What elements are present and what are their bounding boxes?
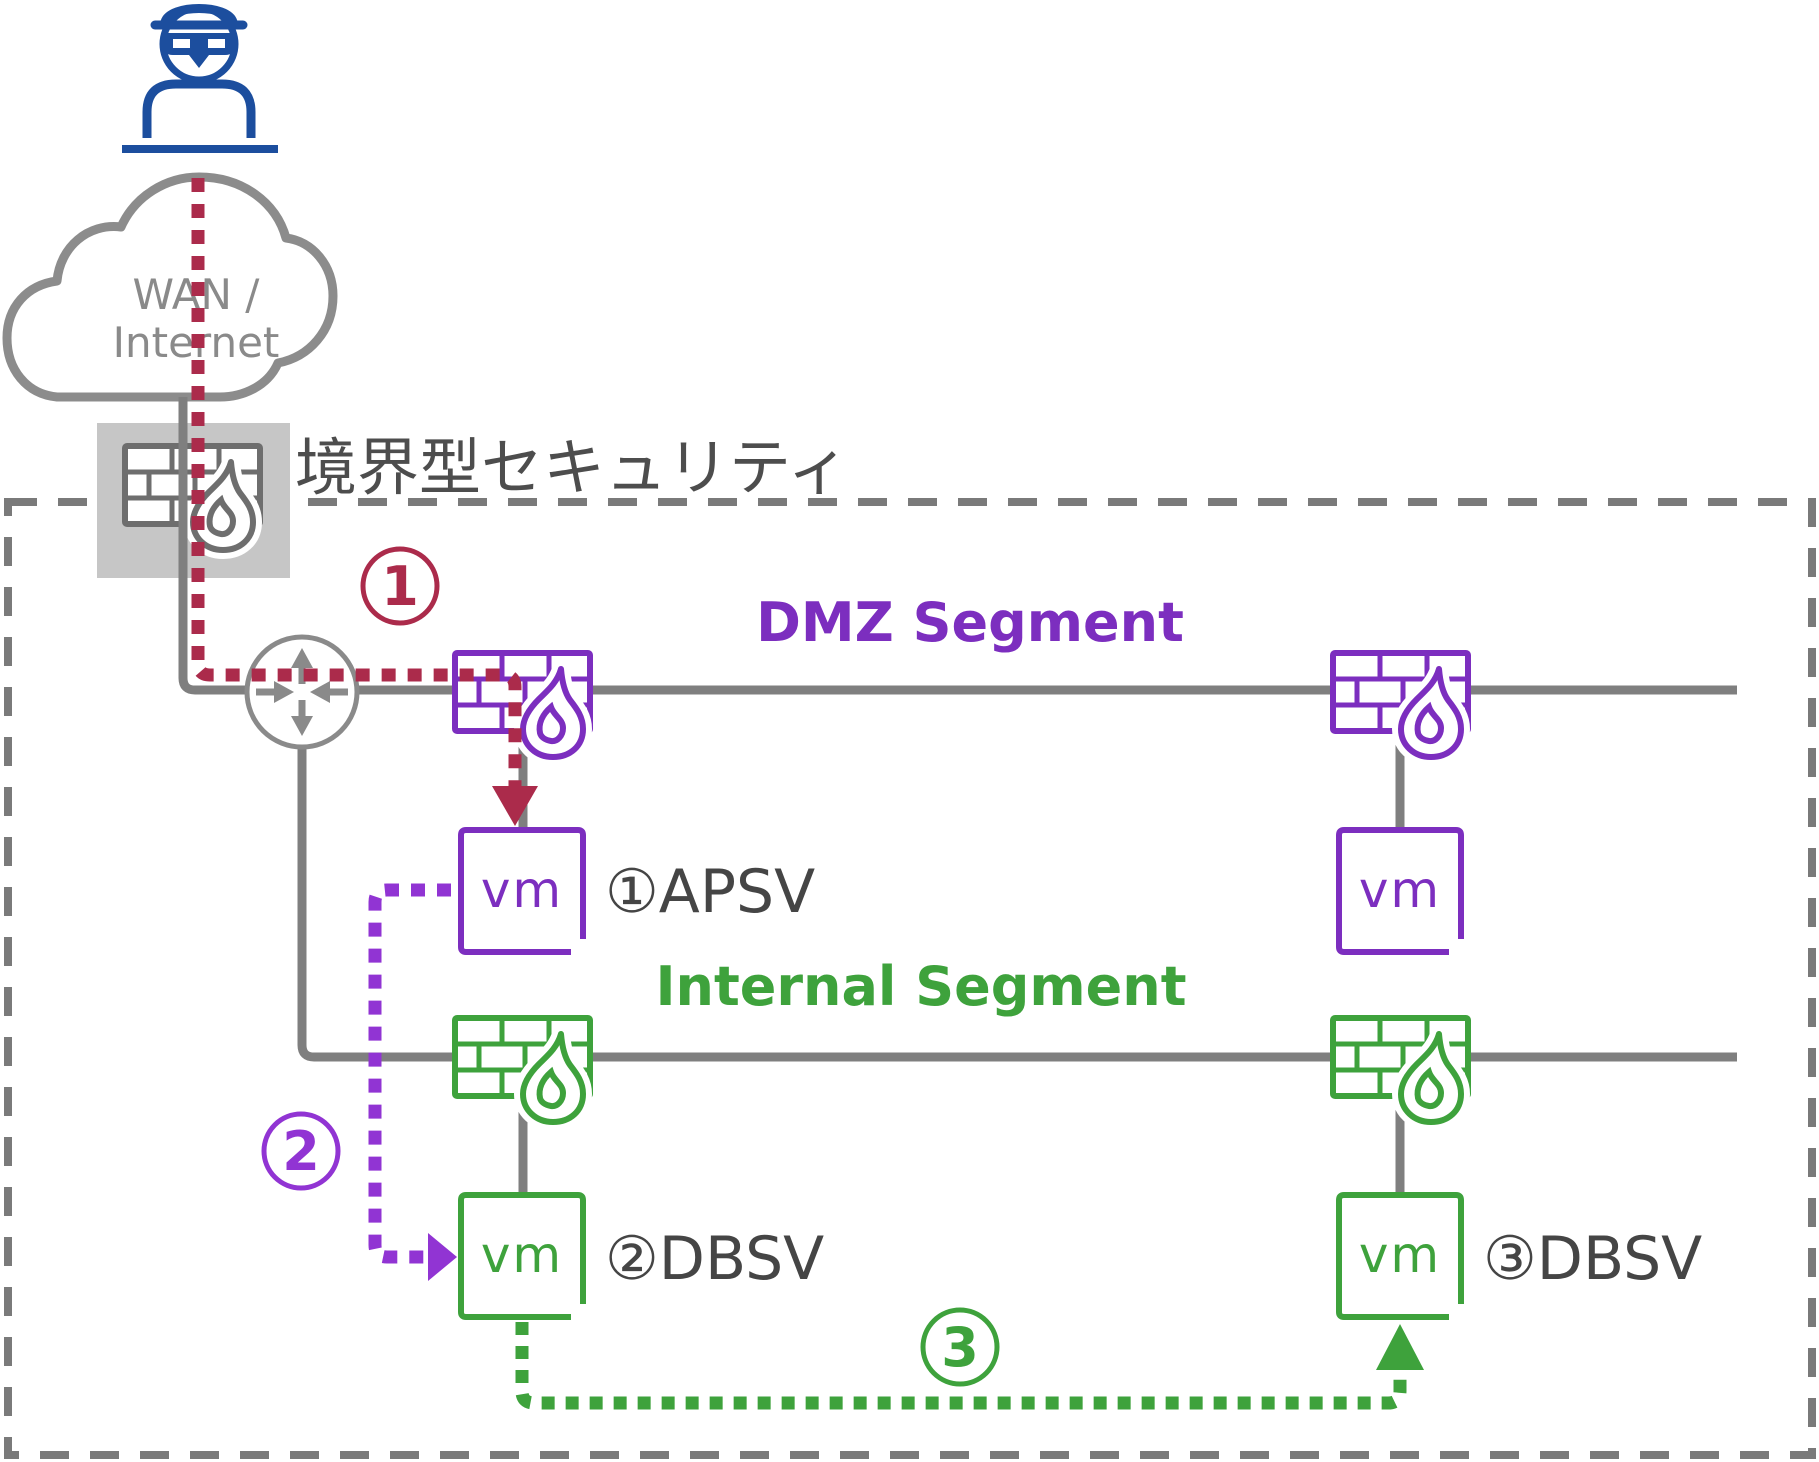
vm-dbsv3-icon: vm xyxy=(1339,1195,1461,1317)
attack-path-2 xyxy=(368,883,457,1281)
attack-path-2-arrowhead xyxy=(428,1233,457,1281)
step-2-number: 2 xyxy=(282,1120,320,1183)
attack-path-3 xyxy=(515,1322,1424,1410)
vm-apsv-icon: vm xyxy=(461,830,583,952)
internal-firewall-left-icon xyxy=(455,1018,590,1122)
router-icon xyxy=(244,634,360,750)
step-2-badge: 2 xyxy=(261,1111,341,1191)
internal-segment-label: Internal Segment xyxy=(655,955,1186,1018)
attack-path-1 xyxy=(191,178,538,826)
vm-dmz-right-text: vm xyxy=(1359,861,1441,919)
server-label-dbsv3: ③DBSV xyxy=(1483,1224,1702,1294)
step-3-number: 3 xyxy=(941,1316,979,1379)
perimeter-security-label: 境界型セキュリティ xyxy=(295,431,849,504)
step-1-number: 1 xyxy=(381,555,419,618)
vm-dmz-right-icon: vm xyxy=(1339,830,1461,952)
vm-dbsv3-text: vm xyxy=(1359,1226,1441,1284)
step-1-badge: 1 xyxy=(360,546,440,626)
attack-path-1-arrowhead xyxy=(492,786,538,826)
wan-to-dmz-line xyxy=(178,397,1737,695)
attacker-icon xyxy=(122,4,278,153)
vm-apsv-text: vm xyxy=(481,861,563,919)
router-to-internal-line xyxy=(297,692,1737,1062)
vm-dbsv2-icon: vm xyxy=(461,1195,583,1317)
cloud-icon xyxy=(2,172,338,402)
dmz-segment-label: DMZ Segment xyxy=(756,591,1184,654)
server-label-apsv: ①APSV xyxy=(605,857,815,927)
vm-dbsv2-text: vm xyxy=(481,1226,563,1284)
internal-firewall-right-icon xyxy=(1333,1018,1468,1122)
wan-internet-cloud: WAN / Internet xyxy=(2,172,338,402)
attack-path-3-arrowhead xyxy=(1376,1324,1424,1370)
server-label-dbsv2: ②DBSV xyxy=(605,1224,824,1294)
dmz-firewall-left-icon xyxy=(455,653,590,757)
dmz-firewall-right-icon xyxy=(1333,653,1468,757)
step-3-badge: 3 xyxy=(920,1307,1000,1387)
perimeter-boundary-dashed-border xyxy=(4,498,1816,1459)
